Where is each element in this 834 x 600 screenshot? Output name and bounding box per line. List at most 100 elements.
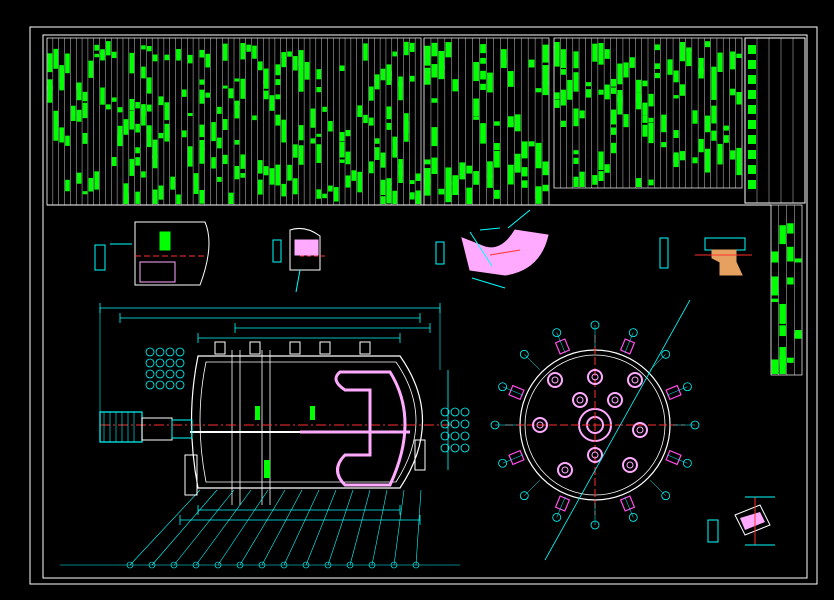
balloon-callout xyxy=(460,443,470,453)
table-cell-fill xyxy=(507,116,514,126)
table-cell-fill xyxy=(240,173,246,178)
table-cell-fill xyxy=(53,128,59,141)
table-cell-fill xyxy=(374,147,380,160)
table-cell-fill xyxy=(730,51,736,70)
table-cell-fill xyxy=(431,127,438,147)
table-cell-fill xyxy=(281,133,286,143)
table-cell-fill xyxy=(771,359,779,368)
table-cell-fill xyxy=(623,114,629,128)
table-cell-fill xyxy=(623,62,629,78)
table-cell-fill xyxy=(123,196,129,204)
plan-leader xyxy=(666,454,688,464)
table-cell-fill xyxy=(135,102,140,109)
table-cell-fill xyxy=(494,150,500,168)
table-cell-fill xyxy=(76,83,82,101)
balloon-callout xyxy=(450,419,460,429)
table-cell-fill xyxy=(480,83,486,91)
table-cell-fill xyxy=(560,69,566,75)
plan-nozzle xyxy=(587,447,603,463)
top-nozzle xyxy=(214,341,226,355)
table-cell-fill xyxy=(199,89,205,104)
table-cell-fill xyxy=(152,54,158,62)
table-cell-fill xyxy=(316,133,322,137)
table-cell-fill xyxy=(514,162,521,173)
table-cell-fill xyxy=(164,123,170,138)
table-cell-fill xyxy=(487,175,493,188)
title-column-mark xyxy=(748,60,756,69)
table-cell-fill xyxy=(316,69,322,80)
table-cell-fill xyxy=(611,87,617,94)
table-cell-fill xyxy=(445,181,452,203)
table-cell-fill xyxy=(65,135,70,146)
table-cell-fill xyxy=(771,367,779,374)
table-cell-fill xyxy=(431,42,438,57)
table-cell-fill xyxy=(466,165,473,174)
table-cell-fill xyxy=(129,110,135,130)
table-cell-fill xyxy=(698,138,704,153)
table-cell-fill xyxy=(392,51,398,57)
table-cell-fill xyxy=(711,130,717,141)
table-cell-fill xyxy=(592,43,598,62)
table-cell-fill xyxy=(141,45,146,50)
table-cell-fill xyxy=(392,136,398,143)
balloon-callout xyxy=(460,407,470,417)
vessel-shell-inner xyxy=(199,361,417,483)
table-cell-fill xyxy=(228,192,234,204)
table-cell-fill xyxy=(357,105,362,117)
table-cell-fill xyxy=(673,130,679,139)
table-cell-fill xyxy=(554,92,560,100)
table-cell-fill xyxy=(287,51,292,57)
table-cell-fill xyxy=(794,258,802,263)
table-cell-fill xyxy=(333,187,339,202)
table-cell-fill xyxy=(787,246,794,262)
leader-line xyxy=(195,489,252,566)
plan-nozzle xyxy=(587,369,603,385)
table-cell-fill xyxy=(88,60,94,78)
table-cell-fill xyxy=(222,85,228,89)
table-cell-fill xyxy=(47,79,53,91)
balloon-callout xyxy=(440,419,450,429)
top-nozzle xyxy=(359,341,371,355)
table-cell-fill xyxy=(339,132,345,142)
table-cell-fill xyxy=(363,114,368,124)
table-cell-fill xyxy=(424,67,431,85)
table-cell-fill xyxy=(554,42,560,49)
balloon-callout xyxy=(165,369,175,379)
table-cell-fill xyxy=(152,139,158,159)
table-cell-fill xyxy=(398,169,403,184)
table-cell-fill xyxy=(199,139,205,150)
balloon-callout xyxy=(155,347,165,357)
plan-nozzle-bore xyxy=(576,396,584,404)
table-cell-fill xyxy=(117,107,123,113)
table-cell-fill xyxy=(431,98,438,103)
table-cell-fill xyxy=(452,79,459,92)
plan-balloon xyxy=(661,491,671,501)
title-column-mark xyxy=(748,120,756,129)
table-cell-fill xyxy=(573,157,579,165)
plan-nozzle-bore xyxy=(591,373,599,381)
table-cell-fill xyxy=(339,141,345,158)
table-cell-fill xyxy=(787,357,794,361)
table-cell-fill xyxy=(158,185,164,200)
table-cell-fill xyxy=(673,154,679,168)
table-cell-fill xyxy=(380,152,386,168)
inner-border xyxy=(42,34,808,579)
table-cell-fill xyxy=(779,356,786,374)
table-cell-fill xyxy=(82,132,88,144)
table-cell-fill xyxy=(431,64,438,78)
table-cell-fill xyxy=(445,167,452,186)
table-cell-fill xyxy=(398,159,403,169)
table-cell-fill xyxy=(535,88,542,93)
table-cell-fill xyxy=(100,87,105,105)
table-cell-fill xyxy=(386,178,392,186)
table-cell-fill xyxy=(705,41,711,48)
table-cell-fill xyxy=(129,52,135,74)
balloon-callout xyxy=(145,380,155,390)
table-cell-fill xyxy=(654,63,660,70)
plan-nozzle xyxy=(557,462,573,478)
table-cell-fill xyxy=(106,106,111,110)
plan-balloon xyxy=(552,328,562,338)
table-cell-fill xyxy=(158,132,164,139)
plan-nozzle-bore xyxy=(536,421,544,429)
plan-nozzle xyxy=(532,417,548,433)
